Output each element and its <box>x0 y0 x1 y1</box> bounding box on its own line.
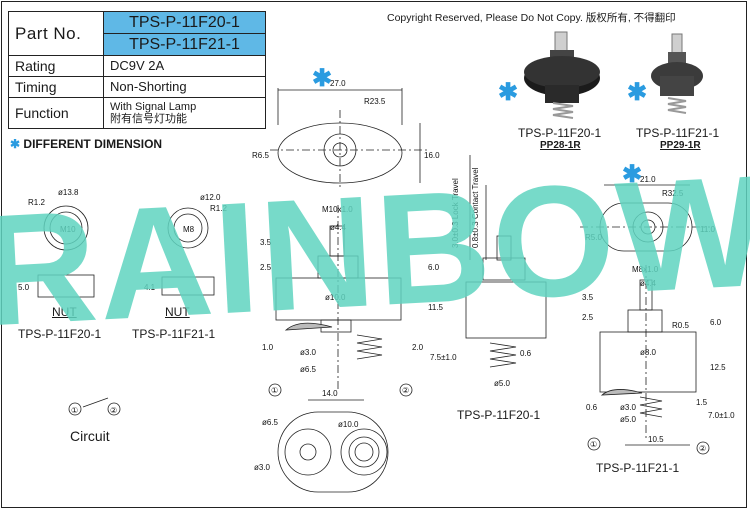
callout-2-21: ② <box>699 444 706 453</box>
different-dimension-label: DIFFERENT DIMENSION <box>23 137 163 151</box>
dim-sv20-base-inner: ø3.0 <box>300 348 317 357</box>
product-name-21: TPS-P-11F21-1 <box>636 126 720 140</box>
function-value-en: With Signal Lamp <box>110 101 197 113</box>
dim-bv-span: 14.0 <box>322 389 338 398</box>
dim-nut-right-dia: ø12.0 <box>200 193 221 202</box>
callout-1-20: ① <box>271 386 278 395</box>
side-view-21-name: TPS-P-11F21-1 <box>596 461 680 475</box>
dim-sv21-thread: M8x1.0 <box>632 265 659 274</box>
watermark-text: RAINBOW <box>0 143 750 360</box>
nut-left-name: TPS-P-11F20-1 <box>18 327 102 341</box>
dim-sv20-body: ø10.0 <box>325 293 346 302</box>
different-dimension-heading: ✱ DIFFERENT DIMENSION <box>10 137 162 151</box>
dim-sv21-base-inner: ø3.0 <box>620 403 637 412</box>
dim-nut-right-height: 4.1 <box>144 283 156 292</box>
dim-sv21-mid: 2.5 <box>582 313 594 322</box>
function-value-cn: 附有信号灯功能 <box>110 113 187 125</box>
callout-1-21: ① <box>590 440 597 449</box>
asterisk-icon: ✱ <box>498 79 519 106</box>
dim-sv21-len: 7.0±1.0 <box>708 411 735 420</box>
dim-tv21-width: 21.0 <box>640 175 656 184</box>
circuit-2: ② <box>110 406 117 415</box>
dim-sv20-mid: 2.5 <box>260 263 272 272</box>
nut-right-name: TPS-P-11F21-1 <box>132 327 216 341</box>
part-number-1: TPS-P-11F20-1 <box>103 11 266 34</box>
dim-sv20-pin: ø4.4 <box>330 223 347 232</box>
dim-sv20-base-h: 1.0 <box>262 343 274 352</box>
dim-sv21-body-h: 12.5 <box>710 363 726 372</box>
dim-nut-right-radius: R1.2 <box>210 204 227 213</box>
product-cap-21: PP29-1R <box>660 140 701 151</box>
dim-bv-outer: ø10.0 <box>338 420 359 429</box>
asterisk-icon: ✱ <box>622 161 643 188</box>
dim-sv20-thread-h: 6.0 <box>428 263 440 272</box>
dim-tv20-radius: R23.5 <box>364 97 386 106</box>
callout-2-20: ② <box>402 386 409 395</box>
product-photo-20 <box>524 31 600 119</box>
dim-sv21-spring-h: 1.5 <box>696 398 708 407</box>
dim-sv21-base-h: 0.6 <box>586 403 598 412</box>
dim-sv21-pin: ø4.4 <box>640 279 657 288</box>
dim-bv-left-outer: ø6.5 <box>262 418 279 427</box>
product-cap-20: PP28-1R <box>540 140 581 151</box>
dim-sv20-base-outer: ø6.5 <box>300 365 317 374</box>
dim-bv-left-inner: ø3.0 <box>254 463 271 472</box>
dim-tv21-height: 11.0 <box>700 225 716 234</box>
dim-nut-left-height: 5.0 <box>18 283 30 292</box>
dim-nut-left-dia: ø13.8 <box>58 188 79 197</box>
travel-lock: 3.0±0.3 Lock Travel <box>451 178 460 248</box>
dim-sv21-body: ø8.0 <box>640 348 657 357</box>
product-name-20: TPS-P-11F20-1 <box>518 126 602 140</box>
travel-contact: 0.8±0.3 Contact Travel <box>471 167 480 248</box>
travel-product-name: TPS-P-11F20-1 <box>457 408 541 422</box>
asterisk-icon: ✱ <box>10 137 21 151</box>
dim-sv21-base-outer: ø5.0 <box>620 415 637 424</box>
dim-sv20-top: 3.5 <box>260 238 272 247</box>
dim-tv20-width: 27.0 <box>330 79 346 88</box>
function-label: Function <box>8 97 104 129</box>
product-photo-21 <box>651 33 703 114</box>
dim-tv21-radius: R32.5 <box>662 189 684 198</box>
circuit-label: Circuit <box>70 428 110 444</box>
rating-label: Rating <box>8 55 104 77</box>
asterisk-icon: ✱ <box>312 65 333 92</box>
travel-gap: 0.6 <box>520 349 532 358</box>
dim-nut-left-radius: R1.2 <box>28 198 45 207</box>
circuit-1: ① <box>71 406 78 415</box>
dim-tv20-height: 16.0 <box>424 151 440 160</box>
dim-sv20-len: 7.5±1.0 <box>430 353 457 362</box>
dim-sv21-thread-h: 6.0 <box>710 318 722 327</box>
dim-nut-left-thread: M10 <box>60 225 76 234</box>
rating-value: DC9V 2A <box>103 55 266 77</box>
travel-spring-od: ø5.0 <box>494 379 511 388</box>
dim-sv21-top: 3.5 <box>582 293 594 302</box>
asterisk-icon: ✱ <box>627 79 648 106</box>
dim-sv20-thread: M10x1.0 <box>322 205 353 214</box>
dim-sv20-spring-h: 2.0 <box>412 343 424 352</box>
part-number-2: TPS-P-11F21-1 <box>103 33 266 56</box>
dim-nut-right-thread: M8 <box>183 225 195 234</box>
dim-sv21-w: 10.5 <box>648 435 664 444</box>
dim-tv20-rleft: R6.5 <box>252 151 269 160</box>
dim-tv21-rleft: R5.0 <box>585 233 602 242</box>
function-value: With Signal Lamp 附有信号灯功能 <box>103 97 266 129</box>
nut-right-label: NUT <box>165 305 190 319</box>
spec-table: Part No. TPS-P-11F20-1 TPS-P-11F21-1 Rat… <box>8 11 266 129</box>
dim-sv21-r: R0.5 <box>672 321 689 330</box>
nut-left-label: NUT <box>52 305 77 319</box>
dim-sv20-body-h: 11.5 <box>428 303 444 312</box>
copyright-notice: Copyright Reserved, Please Do Not Copy. … <box>387 12 676 24</box>
